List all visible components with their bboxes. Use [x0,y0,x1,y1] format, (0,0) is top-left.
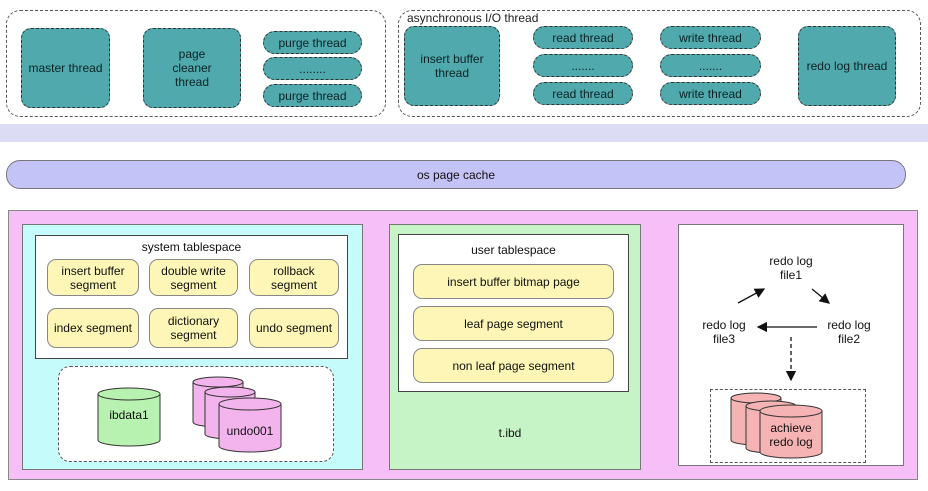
undo001-label: undo001 [226,424,274,438]
purge-thread-dots-label: ........ [299,61,326,76]
os-page-cache: os page cache [6,160,906,189]
read-thread-dots-label: ....... [571,58,595,73]
write-thread-top-label: write thread [679,30,742,45]
purge-thread-top-label: purge thread [278,35,347,50]
insert-buffer-thread-label: insert buffer thread [420,52,484,80]
purge-thread-bottom-label: purge thread [278,88,347,103]
async-io-group [398,10,921,117]
insert-buffer-bitmap-page-label: insert buffer bitmap page [447,274,580,289]
undo-segment: undo segment [249,308,339,348]
async-io-title: asynchronous I/O thread [407,11,539,25]
background-threads-group [6,10,386,117]
index-segment-label: index segment [53,321,133,335]
page-cleaner-thread: page cleaner thread [143,28,241,108]
redo-log-file3-label: redo log file3 [702,318,746,346]
os-page-cache-label: os page cache [416,167,496,182]
ibdata1-label: ibdata1 [109,408,149,422]
leaf-page-segment: leaf page segment [413,306,614,341]
write-thread-top: write thread [660,26,761,49]
page-cleaner-thread-label: page cleaner thread [172,47,212,89]
insert-buffer-thread: insert buffer thread [404,26,500,106]
rollback-segment: rollback segment [249,259,339,296]
purge-thread-dots: ........ [263,57,362,80]
insert-buffer-segment: insert buffer segment [47,259,139,296]
system-tablespace-title: system tablespace [141,240,242,254]
undo-segment-label: undo segment [255,321,333,335]
redo-log-file2-label: redo log file2 [827,318,871,346]
write-thread-bottom: write thread [660,82,761,105]
read-thread-bottom: read thread [533,82,633,105]
insert-buffer-bitmap-page: insert buffer bitmap page [413,264,614,299]
dictionary-segment: dictionary segment [149,308,238,348]
insert-buffer-segment-label: insert buffer segment [61,263,125,292]
redo-log-thread-label: redo log thread [806,59,888,73]
tibd-label: t.ibd [498,426,522,440]
purge-thread-bottom: purge thread [263,84,362,107]
separator-band [0,124,928,142]
double-write-segment-label: double write segment [161,263,226,292]
read-thread-dots: ....... [533,54,633,77]
user-tablespace-title: user tablespace [471,243,556,257]
non-leaf-page-segment-label: non leaf page segment [452,358,575,373]
index-segment: index segment [47,308,139,348]
write-thread-bottom-label: write thread [679,86,742,101]
master-thread: master thread [21,28,110,108]
dictionary-segment-label: dictionary segment [167,314,220,342]
non-leaf-page-segment: non leaf page segment [413,348,614,383]
master-thread-label: master thread [28,61,103,75]
read-thread-top-label: read thread [552,30,614,45]
read-thread-top: read thread [533,26,633,49]
redo-log-file1-label: redo log file1 [769,254,813,282]
purge-thread-top: purge thread [263,31,362,54]
redo-log-thread: redo log thread [798,26,896,106]
archive-redo-log-label: achieve redo log [769,421,813,449]
write-thread-dots-label: ....... [698,58,723,73]
leaf-page-segment-label: leaf page segment [464,316,563,331]
read-thread-bottom-label: read thread [552,86,614,101]
rollback-segment-label: rollback segment [270,263,318,292]
double-write-segment: double write segment [149,259,238,296]
write-thread-dots: ....... [660,54,761,77]
